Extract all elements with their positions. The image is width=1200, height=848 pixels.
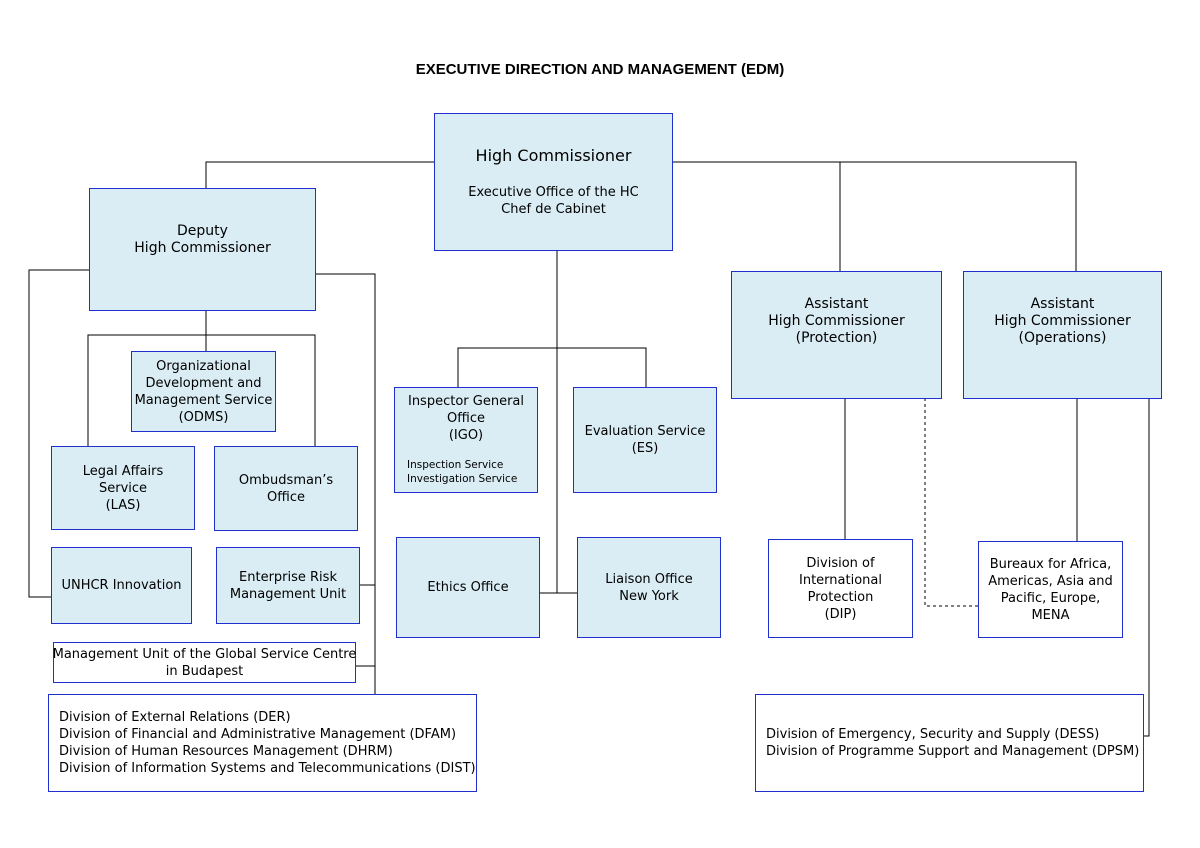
hc-title: High Commissioner xyxy=(475,146,632,165)
odms-line-1: Organizational xyxy=(156,358,251,374)
gsc-line-1: Management Unit of the Global Service Ce… xyxy=(52,646,357,662)
igo-sub-1: Inspection Service xyxy=(407,459,504,471)
ahc-protection-box: Assistant High Commissioner (Protection) xyxy=(731,271,942,399)
innovation-box: UNHCR Innovation xyxy=(51,547,192,624)
es-line-2: (ES) xyxy=(631,441,659,456)
bureaux-line-1: Bureaux for Africa, xyxy=(989,556,1112,572)
bureaux-line-2: Americas, Asia and xyxy=(988,573,1113,589)
bureaux-line-4: MENA xyxy=(1031,607,1070,623)
dip-box: Division of International Protection (DI… xyxy=(768,539,913,638)
ahc-p-line-1: Assistant xyxy=(804,295,869,312)
odms-line-3: Management Service xyxy=(134,392,273,408)
connector-dhc-right-rail xyxy=(315,273,376,694)
div-right-line-1: Division of Emergency, Security and Supp… xyxy=(766,727,1100,742)
divisions-right-box: Division of Emergency, Security and Supp… xyxy=(755,694,1144,792)
ombudsman-line-1: Ombudsman’s xyxy=(238,472,334,488)
dhc-line-1: Deputy xyxy=(177,222,228,239)
ahc-o-line-3: (Operations) xyxy=(1018,329,1107,346)
div-left-line-2: Division of Financial and Administrative… xyxy=(59,727,457,742)
las-box: Legal Affairs Service (LAS) xyxy=(51,446,195,530)
high-commissioner-box: High Commissioner Executive Office of th… xyxy=(434,113,673,251)
liaison-office-box: Liaison Office New York xyxy=(577,537,721,638)
dip-line-4: (DIP) xyxy=(824,606,857,622)
erm-line-2: Management Unit xyxy=(229,586,347,602)
connector-igo-es-bar xyxy=(457,347,647,388)
connector-hc-to-dhc xyxy=(205,161,434,188)
ethics-line-1: Ethics Office xyxy=(427,580,509,595)
hc-line-1: Executive Office of the HC xyxy=(468,185,639,200)
ahc-operations-box: Assistant High Commissioner (Operations) xyxy=(963,271,1162,399)
innovation-line-1: UNHCR Innovation xyxy=(61,578,182,593)
igo-line-3: (IGO) xyxy=(448,428,484,443)
ahc-o-line-1: Assistant xyxy=(1030,295,1095,312)
ombudsman-line-2: Office xyxy=(267,489,305,505)
ahc-o-line-2: High Commissioner xyxy=(994,312,1131,329)
ombudsman-box: Ombudsman’s Office xyxy=(214,446,358,531)
connector-hc-to-ahc xyxy=(672,161,1077,272)
evaluation-service-box: Evaluation Service (ES) xyxy=(573,387,717,493)
div-left-line-3: Division of Human Resources Management (… xyxy=(59,744,393,759)
bureaux-line-3: Pacific, Europe, xyxy=(1000,590,1101,606)
bureaux-box: Bureaux for Africa, Americas, Asia and P… xyxy=(978,541,1123,638)
igo-line-1: Inspector General xyxy=(407,394,524,409)
odms-line-2: Development and xyxy=(145,375,262,391)
liaison-line-1: Liaison Office xyxy=(605,571,693,587)
dip-line-3: Protection xyxy=(807,589,874,605)
hc-line-2: Chef de Cabinet xyxy=(501,202,606,217)
chart-title: EXECUTIVE DIRECTION AND MANAGEMENT (EDM) xyxy=(415,61,785,78)
igo-line-2: Office xyxy=(447,411,485,426)
gsc-budapest-box: Management Unit of the Global Service Ce… xyxy=(53,642,356,683)
dhc-line-2: High Commissioner xyxy=(134,239,271,256)
ahc-p-line-3: (Protection) xyxy=(795,329,878,346)
div-right-line-2: Division of Programme Support and Manage… xyxy=(766,744,1140,759)
es-line-1: Evaluation Service xyxy=(584,424,706,439)
odms-box: Organizational Development and Managemen… xyxy=(131,351,276,432)
erm-line-1: Enterprise Risk xyxy=(239,569,337,585)
div-left-line-1: Division of External Relations (DER) xyxy=(59,710,291,725)
igo-box: Inspector General Office (IGO) Inspectio… xyxy=(394,387,538,493)
liaison-line-2: New York xyxy=(619,588,679,604)
gsc-line-2: in Budapest xyxy=(165,663,244,679)
connector-operations-right-rail xyxy=(1143,398,1150,737)
connector-dhc-bar xyxy=(87,334,316,447)
ahc-p-line-2: High Commissioner xyxy=(768,312,905,329)
dip-line-1: Division of xyxy=(806,555,875,571)
las-line-1: Legal Affairs xyxy=(82,463,164,479)
div-left-line-4: Division of Information Systems and Tele… xyxy=(59,761,476,776)
ethics-office-box: Ethics Office xyxy=(396,537,540,638)
connector-dhc-left-rail xyxy=(28,269,89,598)
connector-dotted-protection-bureaux xyxy=(924,398,979,607)
odms-line-4: (ODMS) xyxy=(178,409,229,425)
dip-line-2: International xyxy=(799,572,882,588)
las-line-2: Service xyxy=(98,480,148,496)
divisions-left-box: Division of External Relations (DER) Div… xyxy=(48,694,477,792)
igo-sub-2: Investigation Service xyxy=(407,473,518,485)
las-line-3: (LAS) xyxy=(105,497,141,513)
erm-box: Enterprise Risk Management Unit xyxy=(216,547,360,624)
deputy-hc-box: Deputy High Commissioner xyxy=(89,188,316,311)
